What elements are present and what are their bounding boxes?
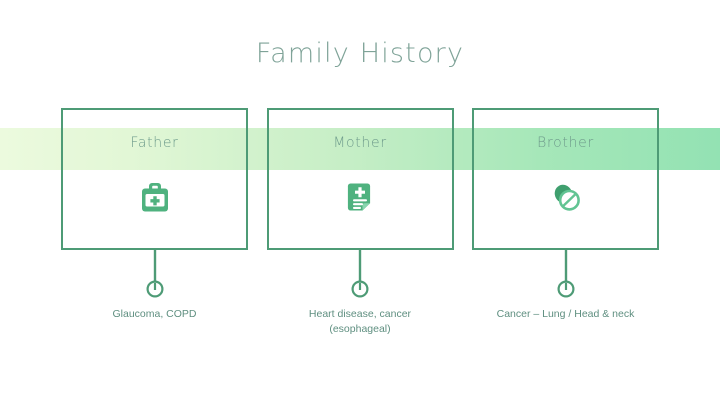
first-aid-kit-icon [132, 174, 178, 220]
connector-father [143, 250, 167, 298]
family-history-columns: Father Glauco [61, 108, 659, 358]
highlight-band [0, 128, 720, 170]
member-card-brother[interactable]: Brother [472, 108, 659, 250]
family-member-column-mother: Mother [266, 108, 454, 358]
connector-brother [554, 250, 578, 298]
member-label-mother: Mother [333, 135, 387, 151]
connector-mother [348, 250, 372, 298]
member-card-father[interactable]: Father [61, 108, 248, 250]
page-title: Family History [255, 38, 465, 69]
member-card-mother[interactable]: Mother [266, 108, 454, 250]
caption-line-2: (esophageal) [329, 323, 391, 335]
caption-line-1: Glaucoma, COPD [112, 308, 197, 320]
pills-icon [543, 174, 589, 220]
family-member-column-father: Father Glauco [61, 108, 248, 358]
caption-line-1: Cancer – Lung / Head & neck [496, 308, 635, 320]
medical-record-icon [337, 174, 383, 220]
member-caption-father: Glaucoma, COPD [55, 307, 255, 322]
family-member-column-brother: Brother Cancer – Lung / Head & neck [472, 108, 659, 358]
member-caption-mother: Heart disease, cancer (esophageal) [260, 307, 460, 337]
member-label-brother: Brother [537, 135, 594, 151]
member-caption-brother: Cancer – Lung / Head & neck [466, 307, 666, 322]
member-label-father: Father [130, 135, 179, 151]
caption-line-1: Heart disease, cancer [308, 308, 412, 320]
